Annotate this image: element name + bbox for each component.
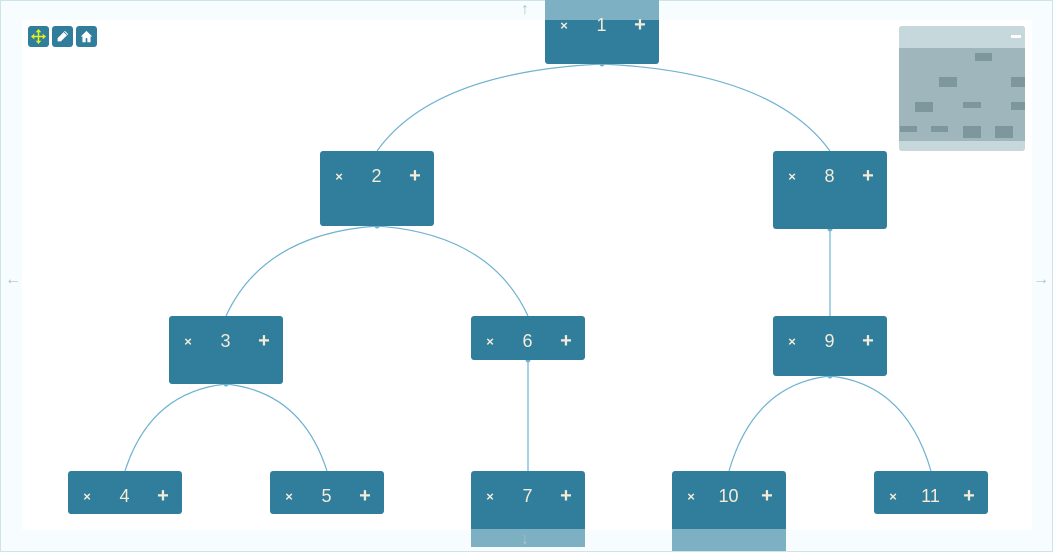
tree-node-11[interactable]: × 11 +: [874, 471, 988, 514]
node-controls-row: × 2 +: [320, 163, 434, 189]
tree-edge: [225, 383, 328, 472]
tree-node-4[interactable]: × 4 +: [68, 471, 182, 514]
minus-icon[interactable]: [1011, 35, 1021, 38]
add-child-button[interactable]: +: [862, 330, 874, 352]
minimap-node: [915, 102, 933, 112]
minimap-footer: [899, 141, 1025, 151]
minimap-node: [900, 126, 917, 132]
toolbar: [28, 26, 97, 47]
tree-edge: [728, 375, 831, 472]
add-child-button[interactable]: +: [359, 485, 371, 507]
node-controls-row: × 10 +: [672, 483, 786, 509]
node-highlight-strip: [545, 0, 659, 20]
move-button[interactable]: [28, 26, 49, 47]
node-controls-row: × 3 +: [169, 328, 283, 354]
pan-down-arrow[interactable]: ↓: [521, 531, 529, 548]
minimap-node: [1011, 102, 1025, 110]
tree-node-8[interactable]: × 8 +: [773, 151, 887, 229]
pencil-icon: [57, 30, 69, 42]
node-controls-row: × 4 +: [68, 483, 182, 509]
remove-node-button[interactable]: ×: [788, 168, 796, 184]
tree-node-9[interactable]: × 9 +: [773, 316, 887, 376]
node-controls-row: × 1 +: [545, 12, 659, 38]
minimap-node: [975, 53, 992, 61]
tree-edge: [829, 375, 932, 472]
pan-left-arrow[interactable]: ←: [5, 271, 21, 288]
node-controls-row: × 7 +: [471, 483, 585, 509]
node-label: 4: [119, 485, 130, 506]
add-child-button[interactable]: +: [560, 485, 572, 507]
tree-node-5[interactable]: × 5 +: [270, 471, 384, 514]
remove-node-button[interactable]: ×: [486, 488, 494, 504]
minimap[interactable]: [899, 26, 1025, 151]
add-child-button[interactable]: +: [157, 485, 169, 507]
node-controls-row: × 8 +: [773, 163, 887, 189]
add-child-button[interactable]: +: [258, 330, 270, 352]
add-child-button[interactable]: +: [963, 485, 975, 507]
minimap-node: [931, 126, 948, 132]
tree-node-2[interactable]: × 2 +: [320, 151, 434, 226]
node-highlight-strip: [471, 529, 585, 547]
remove-node-button[interactable]: ×: [83, 488, 91, 504]
tree-edge: [601, 63, 831, 152]
add-child-button[interactable]: +: [862, 165, 874, 187]
remove-node-button[interactable]: ×: [335, 168, 343, 184]
tree-node-6[interactable]: × 6 +: [471, 316, 585, 360]
tree-edge: [376, 225, 529, 317]
minimap-node: [995, 126, 1013, 138]
node-label: 2: [371, 165, 382, 186]
remove-node-button[interactable]: ×: [560, 17, 568, 33]
node-label: 11: [921, 485, 940, 506]
node-controls-row: × 11 +: [874, 483, 988, 509]
node-controls-row: × 9 +: [773, 328, 887, 354]
add-child-button[interactable]: +: [409, 165, 421, 187]
tree-node-3[interactable]: × 3 +: [169, 316, 283, 384]
home-icon: [80, 30, 93, 43]
node-label: 7: [522, 485, 533, 506]
remove-node-button[interactable]: ×: [285, 488, 293, 504]
minimap-node: [939, 77, 957, 87]
edit-button[interactable]: [52, 26, 73, 47]
add-child-button[interactable]: +: [634, 14, 646, 36]
node-label: 10: [718, 485, 739, 506]
node-controls-row: × 6 +: [471, 328, 585, 354]
node-label: 3: [220, 330, 231, 351]
node-label: 6: [522, 330, 533, 351]
tree-node-10[interactable]: × 10 +: [672, 471, 786, 551]
pan-up-arrow[interactable]: ↑: [521, 1, 529, 18]
node-highlight-strip: [672, 529, 786, 551]
home-button[interactable]: [76, 26, 97, 47]
move-icon: [31, 29, 46, 44]
tree-node-7[interactable]: × 7 +: [471, 471, 585, 547]
remove-node-button[interactable]: ×: [889, 488, 897, 504]
node-label: 5: [321, 485, 332, 506]
minimap-node: [963, 126, 981, 138]
minimap-node: [1011, 77, 1025, 87]
minimap-header: [899, 26, 1025, 48]
remove-node-button[interactable]: ×: [687, 488, 695, 504]
remove-node-button[interactable]: ×: [184, 333, 192, 349]
tree-edge: [376, 63, 603, 152]
tree-node-1[interactable]: × 1 +: [545, 0, 659, 64]
tree-canvas[interactable]: [22, 20, 1032, 530]
node-label: 8: [824, 165, 835, 186]
node-label: 9: [824, 330, 835, 351]
pan-right-arrow[interactable]: →: [1033, 271, 1049, 288]
add-child-button[interactable]: +: [560, 330, 572, 352]
tree-edge: [225, 225, 378, 317]
add-child-button[interactable]: +: [761, 485, 773, 507]
minimap-node: [963, 102, 981, 108]
remove-node-button[interactable]: ×: [788, 333, 796, 349]
node-controls-row: × 5 +: [270, 483, 384, 509]
tree-edge: [124, 383, 227, 472]
remove-node-button[interactable]: ×: [486, 333, 494, 349]
node-label: 1: [596, 14, 607, 35]
